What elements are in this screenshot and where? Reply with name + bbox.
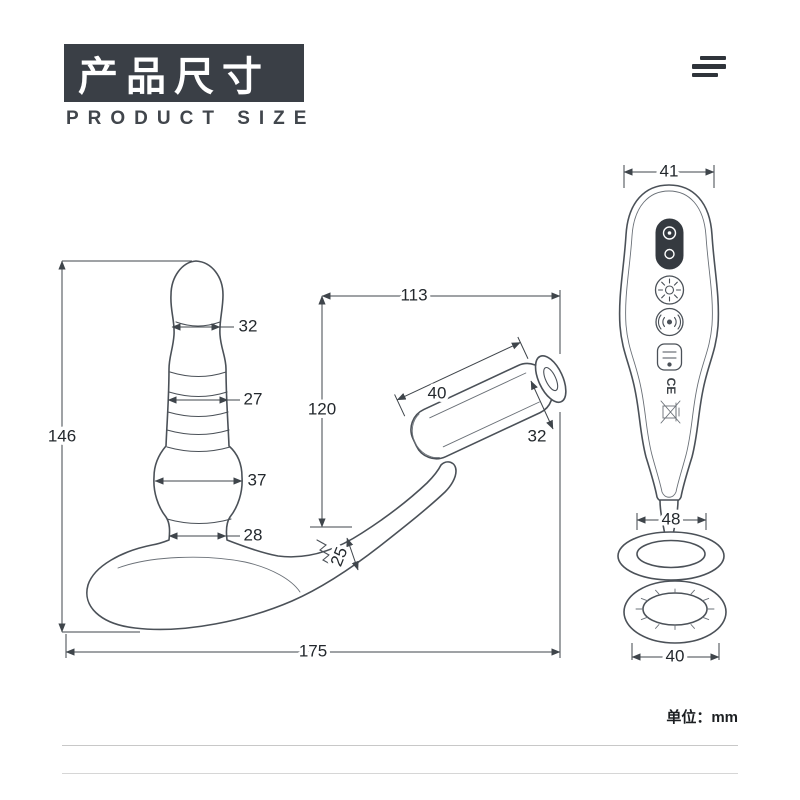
- power-pill: [655, 218, 684, 270]
- mode-dot-icon: [664, 248, 675, 260]
- dim-label-upper-length: 113: [400, 285, 427, 304]
- dim-head-width: 32: [171, 313, 261, 339]
- dim-label-neck-width: 28: [244, 525, 263, 544]
- page-title-block: 产品尺寸: [64, 44, 304, 102]
- front-view-drawing: CE: [617, 184, 727, 644]
- front-view-dimensions: 41 48 40: [623, 158, 720, 669]
- menu-bar-icon: [700, 56, 726, 60]
- unit-label: 单位：mm: [666, 709, 738, 726]
- dim-upper-length: 113: [321, 282, 561, 354]
- dim-label-handle-width: 41: [660, 161, 679, 180]
- menu-bar-icon: [692, 64, 726, 69]
- divider-line: [62, 773, 738, 774]
- dim-bottom-ring: 40: [631, 643, 720, 669]
- power-dot-icon: [667, 231, 672, 235]
- bottom-ring-inner: [642, 592, 708, 626]
- strap-spring-detail: [316, 539, 333, 566]
- dim-neck-width: 28: [168, 522, 266, 548]
- dim-label-clip-end-width: 32: [528, 426, 547, 445]
- clip-drawing: [394, 336, 567, 460]
- dim-overall-height: 146: [44, 260, 192, 633]
- dim-clip-end-width: 32: [524, 380, 554, 449]
- power-button-icon: [662, 226, 677, 240]
- divider-line: [62, 745, 738, 746]
- dim-label-bottom-ring: 40: [666, 646, 685, 665]
- base-seam: [117, 556, 301, 593]
- dim-label-head-width: 32: [239, 316, 258, 335]
- dim-label-bulge-width: 37: [248, 470, 267, 489]
- control-panel: CE: [654, 218, 685, 424]
- dim-handle-width: 41: [623, 158, 715, 188]
- charge-port-pins: [662, 351, 677, 367]
- weee-bin-icon: [660, 400, 681, 424]
- burst-icon: [657, 278, 682, 302]
- ce-mark: CE: [664, 378, 678, 395]
- handle-seam: [625, 190, 713, 498]
- dim-label-clip-length: 40: [428, 383, 447, 402]
- charge-port-icon: [656, 343, 683, 371]
- page-subtitle: PRODUCT SIZE: [66, 108, 316, 129]
- plug-body-outline: [86, 260, 457, 631]
- top-ring-inner: [636, 539, 706, 569]
- dim-label-rib-width: 27: [244, 389, 263, 408]
- dim-top-ring: 48: [636, 506, 707, 532]
- dim-overall-length: 175: [65, 412, 561, 664]
- dim-rib-width: 27: [167, 386, 266, 412]
- dim-bulge-width: 37: [154, 467, 270, 493]
- bottom-ring-texture: [635, 588, 715, 630]
- dim-label-shaft-height: 120: [308, 399, 336, 418]
- dim-shaft-height: 120: [304, 295, 352, 528]
- vibration-waves-icon: [657, 314, 682, 330]
- dim-clip-length: [394, 336, 529, 417]
- dim-label-overall-height: 146: [48, 426, 76, 445]
- dim-label-overall-length: 175: [299, 641, 327, 660]
- dim-label-top-ring: 48: [662, 509, 681, 528]
- menu-bar-icon: [692, 73, 718, 77]
- menu-icon: [692, 56, 728, 81]
- side-view-drawing: 40 32: [86, 260, 567, 631]
- side-view-dimensions: 146 113 120 32 27 37: [44, 260, 561, 664]
- page-title: 产品尺寸: [78, 55, 270, 99]
